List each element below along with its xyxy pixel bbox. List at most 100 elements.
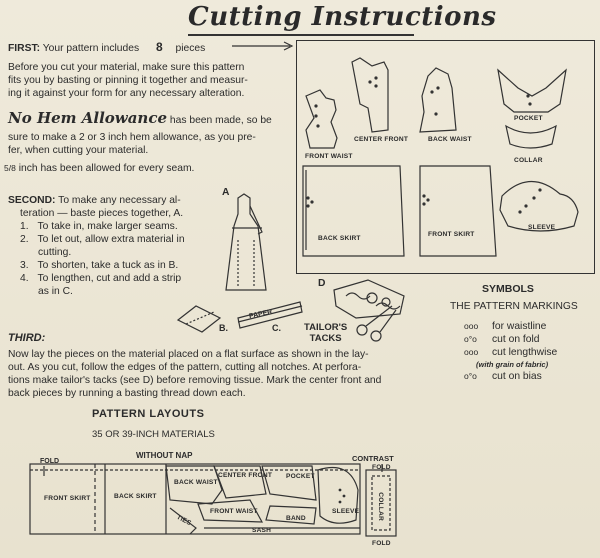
pieces-count: 8 — [155, 40, 163, 54]
layouts-heading: PATTERN LAYOUTS — [92, 408, 205, 420]
symbol-text-lengthwise: cut lengthwise — [492, 347, 558, 358]
front-skirt-piece — [419, 165, 497, 257]
seam-allowance-line: 5/8 inch has been allowed for every seam… — [4, 162, 194, 175]
piece-back-skirt-label: BACK SKIRT — [318, 235, 361, 242]
tailors-tacks-line-1: TAILOR'S — [304, 322, 348, 333]
symbols-subheading: THE PATTERN MARKINGS — [450, 301, 578, 312]
title-underline — [188, 34, 414, 36]
layout-contrast-strip — [365, 469, 397, 537]
seam-text: inch has been allowed for every seam. — [18, 163, 195, 174]
front-waist-piece — [305, 89, 338, 149]
step-1-num: 1. — [20, 221, 29, 232]
pieces-word: pieces — [175, 43, 206, 54]
step-4-num: 4. — [20, 273, 29, 284]
layout-back-skirt-label: BACK SKIRT — [114, 493, 157, 500]
layouts-without-nap: WITHOUT NAP — [136, 451, 193, 460]
step-2-text-1: To let out, allow extra material in — [37, 234, 185, 245]
center-front-piece — [351, 57, 389, 133]
step-1: 1. To take in, make larger seams. — [20, 220, 178, 233]
step-3-num: 3. — [20, 260, 29, 271]
scissors-icon — [356, 324, 368, 336]
symbol-grain-note: (with grain of fabric) — [476, 360, 549, 369]
layout-back-waist-label: BACK WAIST — [174, 479, 218, 486]
symbol-mark-lengthwise: ooo — [464, 347, 479, 357]
no-hem-line: No Hem Allowance has been made, so be — [8, 109, 272, 127]
third-text-3: tions make tailor's tacks (see D) before… — [8, 375, 382, 386]
layout-sleeve-label: SLEEVE — [332, 508, 360, 515]
back-skirt-piece — [302, 165, 405, 257]
pattern-pieces-box — [296, 40, 595, 274]
first-text-2: fits you by basting or pinning it togeth… — [8, 75, 248, 86]
symbol-text-waistline: for waistline — [492, 321, 547, 332]
layout-fold-bottom-label: FOLD — [372, 540, 391, 547]
first-text-3: ing it against your form for any necessa… — [8, 88, 245, 99]
step-2-text-2: cutting. — [38, 247, 72, 258]
figure-c-label: C. — [272, 323, 281, 333]
piece-sleeve-label: SLEEVE — [528, 224, 556, 231]
first-intro: Your pattern includes — [42, 43, 140, 54]
symbol-text-bias: cut on bias — [492, 371, 542, 382]
piece-front-waist-label: FRONT WAIST — [305, 153, 353, 160]
step-4-text-2: as in C. — [38, 286, 73, 297]
tailors-tacks-line-2: TACKS — [309, 333, 342, 344]
third-text-4: back pieces by running a basting thread … — [8, 388, 246, 399]
sleeve-piece — [499, 180, 579, 232]
piece-pocket-label: POCKET — [514, 115, 543, 122]
third-text-2: out. As you cut, follow the edges of the… — [8, 362, 362, 373]
layouts-contrast-label: CONTRAST — [352, 454, 394, 463]
symbol-mark-fold: o°o — [464, 334, 477, 344]
first-text-1: Before you cut your material, make sure … — [8, 62, 245, 73]
step-3: 3. To shorten, take a tuck as in B. — [20, 259, 178, 272]
layout-fabric-strip — [29, 463, 361, 535]
no-hem-text-1: has been made, so be — [169, 115, 272, 126]
step-4-text-1: To lengthen, cut and add a strip — [37, 273, 182, 284]
page-title: Cutting Instructions — [188, 2, 497, 32]
layout-front-waist-label: FRONT WAIST — [210, 508, 258, 515]
figure-a-dress — [225, 193, 267, 291]
collar-piece — [505, 124, 557, 149]
tailors-tacks-label: TAILOR'S TACKS — [304, 322, 347, 344]
layout-collar-label: COLLAR — [376, 492, 384, 521]
figure-c-strip — [237, 301, 303, 329]
symbol-mark-waistline: ooo — [464, 321, 479, 331]
step-2-num: 2. — [20, 234, 29, 245]
piece-collar-label: COLLAR — [514, 157, 543, 164]
no-hem-text-2: sure to make a 2 or 3 inch hem allowance… — [8, 132, 256, 143]
second-text-1: To make any necessary al- — [58, 195, 181, 206]
symbol-row-2: o°o cut on fold — [464, 333, 540, 346]
symbol-text-fold: cut on fold — [492, 334, 540, 345]
step-4: 4. To lengthen, cut and add a strip — [20, 272, 181, 285]
figure-b-label: B. — [219, 323, 228, 333]
first-line: FIRST: Your pattern includes 8 pieces — [8, 40, 206, 55]
piece-front-skirt-label: FRONT SKIRT — [428, 231, 475, 238]
layout-front-skirt-label: FRONT SKIRT — [44, 495, 91, 502]
piece-center-front-label: CENTER FRONT — [354, 136, 409, 143]
figure-d-tacks — [333, 279, 405, 319]
layout-center-front-label: CENTER FRONT — [218, 472, 273, 479]
piece-back-waist-label: BACK WAIST — [428, 136, 472, 143]
layouts-fold-label: FOLD — [40, 458, 60, 465]
second-text-2: teration — baste pieces together, A. — [20, 208, 184, 219]
second-heading: SECOND: — [8, 195, 56, 206]
symbol-row-3: ooo cut lengthwise — [464, 346, 557, 359]
yoke-piece — [497, 68, 567, 113]
third-text-1: Now lay the pieces on the material place… — [8, 349, 369, 360]
symbol-row-1: ooo for waistline — [464, 320, 546, 333]
layout-pocket-label: POCKET — [286, 473, 315, 480]
layouts-materials: 35 OR 39-INCH MATERIALS — [92, 429, 215, 440]
step-3-text: To shorten, take a tuck as in B. — [37, 260, 179, 271]
step-1-text: To take in, make larger seams. — [37, 221, 178, 232]
third-heading: THIRD: — [8, 332, 46, 344]
layout-sash-label: SASH — [252, 527, 272, 534]
back-waist-piece — [419, 67, 457, 133]
symbols-heading: SYMBOLS — [482, 283, 534, 295]
no-hem-heading: No Hem Allowance — [8, 109, 168, 127]
second-line-1: SECOND: To make any necessary al- — [8, 194, 181, 207]
layout-band-label: BAND — [286, 515, 306, 522]
seam-fraction: 5/8 — [4, 163, 16, 173]
step-2: 2. To let out, allow extra material in — [20, 233, 185, 246]
no-hem-text-3: fer, when cutting your material. — [8, 145, 149, 156]
